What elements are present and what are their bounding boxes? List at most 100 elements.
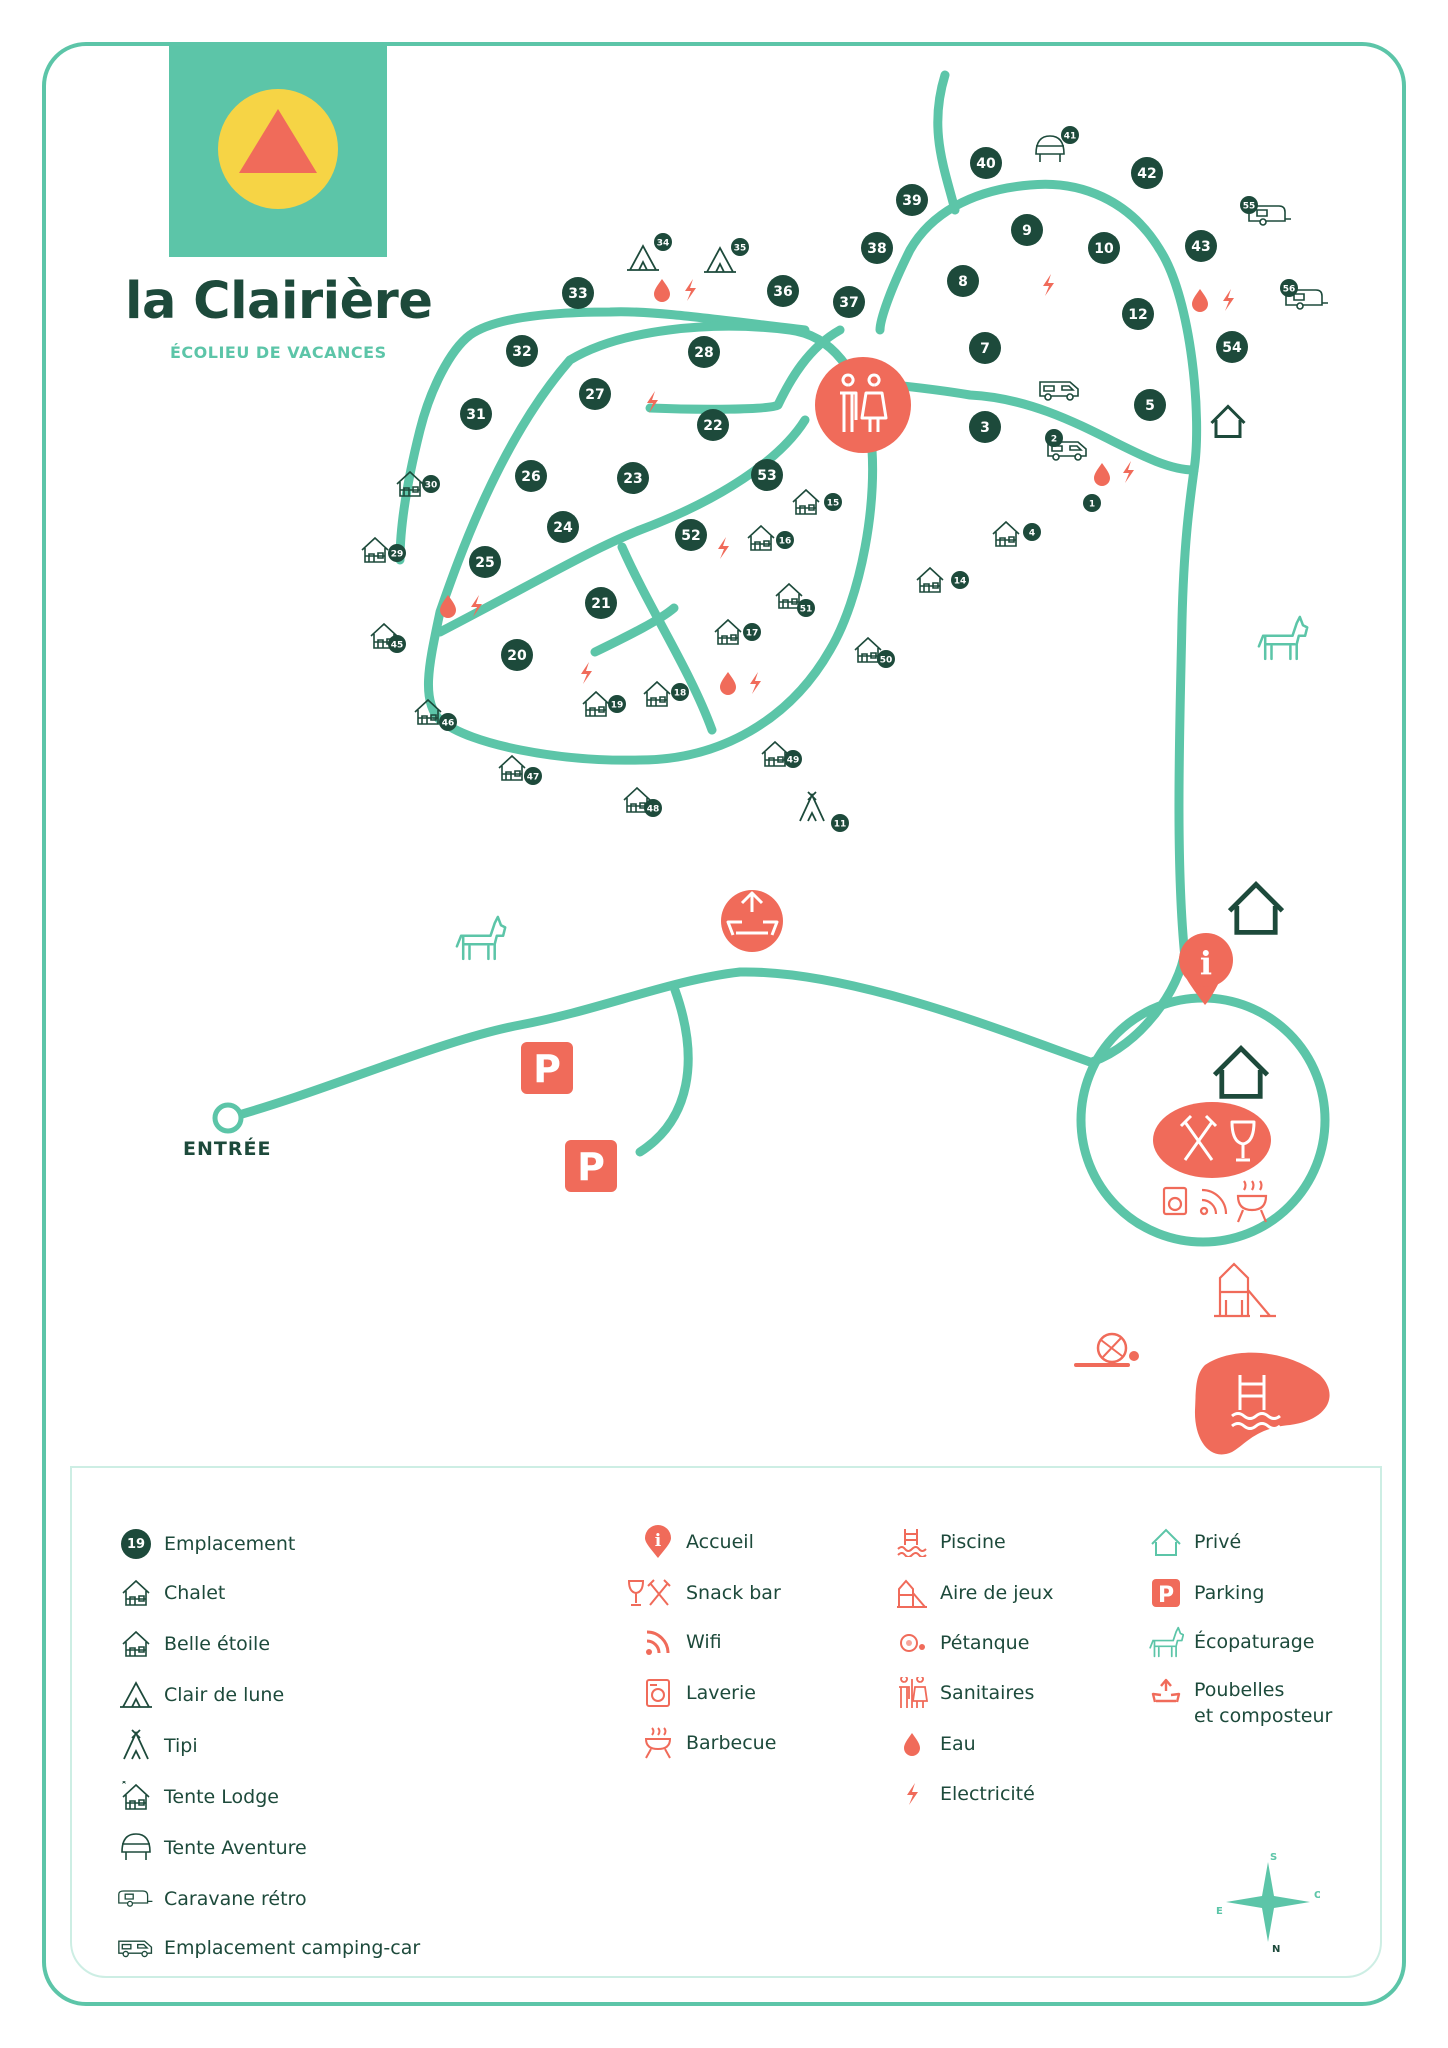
playground-icon: [894, 1577, 930, 1609]
accommodation-badge-19: 19: [608, 695, 626, 713]
accommodation-badge-41: 41: [1061, 126, 1079, 144]
tente-lodge-icon: [118, 1781, 154, 1813]
pitch-22: 22: [697, 409, 729, 441]
pool-icon: [1194, 1352, 1330, 1455]
pitch-37: 37: [833, 286, 865, 318]
svg-text:17: 17: [746, 629, 759, 639]
svg-text:9: 9: [1022, 223, 1032, 239]
brand-tagline: ÉCOLIEU DE VACANCES: [170, 343, 387, 362]
accommodation-badge-34: 34: [654, 233, 672, 251]
accommodation-badge-35: 35: [731, 238, 749, 256]
pool-icon: [894, 1526, 930, 1558]
chalet-icon: [992, 521, 1020, 547]
svg-text:43: 43: [1191, 239, 1210, 255]
svg-text:47: 47: [527, 773, 540, 783]
laundry-icon: [640, 1677, 676, 1709]
legend-sanitaires: Sanitaires: [894, 1677, 1034, 1709]
svg-text:18: 18: [674, 689, 687, 699]
brand-name: la Clairière: [125, 272, 433, 331]
svg-text:11: 11: [834, 820, 847, 830]
svg-text:34: 34: [657, 239, 670, 249]
recycle-icon: [1148, 1677, 1184, 1709]
svg-text:21: 21: [591, 596, 610, 612]
pitch-25: 25: [469, 546, 501, 578]
roads: [223, 70, 1330, 1247]
svg-text:53: 53: [757, 468, 776, 484]
svg-text:24: 24: [553, 520, 573, 536]
accommodation-badge-45: 45: [388, 635, 406, 653]
accommodation-badge-48: 48: [644, 799, 662, 817]
chalet-icon: [792, 489, 820, 515]
pitch-38: 38: [861, 232, 893, 264]
accommodation-badge-56: 56: [1280, 279, 1298, 297]
house-icon: [1230, 884, 1283, 932]
legend-parking: P Parking: [1148, 1577, 1264, 1609]
svg-text:46: 46: [442, 719, 455, 729]
svg-text:3: 3: [980, 420, 990, 436]
pitch-10: 10: [1088, 232, 1120, 264]
svg-text:P: P: [577, 1145, 605, 1189]
wifi-icon: [640, 1626, 676, 1658]
svg-text:E: E: [1216, 1906, 1223, 1917]
accommodation-badge-11: 11: [831, 814, 849, 832]
legend-clair-de-lune: Clair de lune: [118, 1679, 284, 1711]
accommodation-badge-29: 29: [388, 544, 406, 562]
pitch-43: 43: [1185, 230, 1217, 262]
accommodation-badge-16: 16: [776, 531, 794, 549]
legend-barbecue: Barbecue: [640, 1727, 776, 1759]
petanque-icon: [894, 1627, 930, 1659]
pitch-54: 54: [1216, 331, 1248, 363]
svg-text:39: 39: [902, 193, 921, 209]
entrance-label: ENTRÉE: [183, 1138, 272, 1160]
toilets-icon: [894, 1677, 930, 1709]
legend-camping-car: Emplacement camping-car: [118, 1932, 420, 1964]
entrance-marker: [212, 1102, 244, 1134]
legend-piscine: Piscine: [894, 1526, 1006, 1558]
chalet-icon: [498, 755, 526, 781]
info-pin-icon: i: [640, 1525, 676, 1558]
pitch-20: 20: [501, 639, 533, 671]
svg-text:40: 40: [976, 156, 996, 172]
clair-de-lune-icon: [118, 1679, 154, 1711]
svg-text:7: 7: [980, 341, 990, 357]
playground-icon: [1214, 1262, 1276, 1318]
svg-text:1: 1: [1089, 500, 1095, 510]
svg-text:S: S: [1270, 1852, 1277, 1863]
legend-petanque: Pétanque: [894, 1627, 1029, 1659]
parking-icon-2: P: [565, 1140, 617, 1192]
pitch-24: 24: [547, 511, 579, 543]
svg-text:4: 4: [1029, 529, 1035, 539]
accommodation-badge-46: 46: [439, 713, 457, 731]
house-icon: [1210, 405, 1246, 438]
legend-aire-de-jeux: Aire de jeux: [894, 1577, 1053, 1609]
legend-eau: Eau: [894, 1728, 976, 1760]
svg-text:45: 45: [391, 641, 404, 651]
donkey-icon: [1148, 1626, 1184, 1658]
svg-text:50: 50: [880, 656, 893, 666]
barbecue-icon: [640, 1727, 676, 1759]
tent-icon: [626, 245, 660, 271]
svg-text:16: 16: [779, 537, 792, 547]
legend-wifi: Wifi: [640, 1626, 722, 1658]
svg-text:14: 14: [954, 577, 967, 587]
house-icon: [1148, 1526, 1184, 1558]
accommodation-badge-47: 47: [524, 767, 542, 785]
pitch-9: 9: [1011, 214, 1043, 246]
chalet-icon: [643, 681, 671, 707]
svg-text:51: 51: [800, 605, 813, 615]
legend-tipi: Tipi: [118, 1729, 198, 1762]
pitch-40: 40: [970, 147, 1002, 179]
chalet-icon: [118, 1577, 154, 1609]
svg-text:36: 36: [773, 284, 792, 300]
tent-icon: [703, 247, 737, 273]
legend-tente-lodge: Tente Lodge: [118, 1781, 279, 1813]
accommodation-badge-51: 51: [797, 599, 815, 617]
svg-text:P: P: [1158, 1583, 1174, 1608]
svg-text:i: i: [655, 1531, 662, 1551]
legend-tente-aventure: Tente Aventure: [118, 1832, 307, 1864]
chalet-icon: [761, 741, 789, 767]
svg-text:30: 30: [425, 481, 438, 491]
svg-text:8: 8: [958, 274, 968, 290]
